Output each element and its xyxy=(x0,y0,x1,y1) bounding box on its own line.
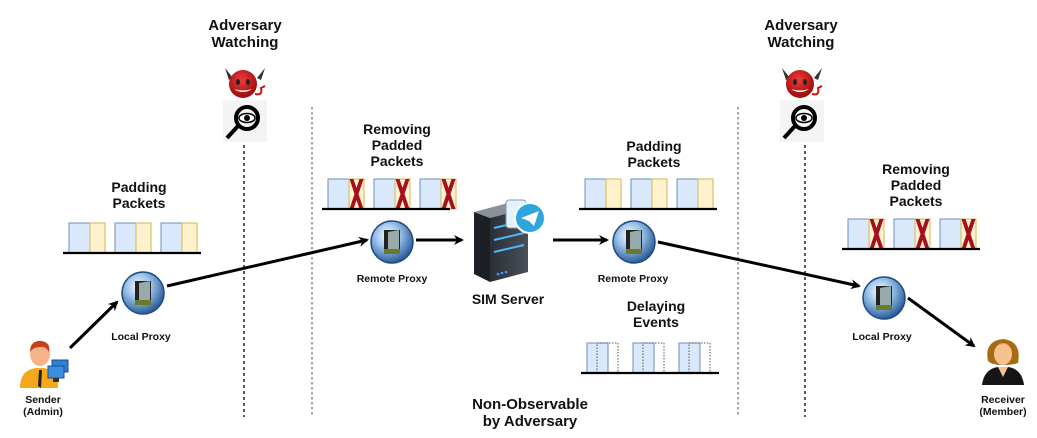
label-line: Packets xyxy=(627,154,681,171)
proxy-globe-door-icon xyxy=(121,271,165,315)
label-line: Padded xyxy=(371,137,423,154)
label-line: Padding xyxy=(626,138,682,154)
label-line: (Member) xyxy=(979,406,1027,419)
removed-cross-mark xyxy=(869,219,884,249)
real-packet xyxy=(419,178,442,210)
real-packet xyxy=(160,222,183,254)
real-packet xyxy=(584,178,607,210)
sender-label: Sender (Admin) xyxy=(23,394,63,418)
real-packet xyxy=(939,218,962,250)
adversary-label-right: Adversary Watching xyxy=(764,17,837,52)
removing-padded-right-label: Removing Padded Packets xyxy=(882,161,950,209)
padding-packet xyxy=(605,178,622,210)
removed-cross-mark xyxy=(441,179,456,209)
label-line: Delaying xyxy=(626,298,686,314)
adversary-label-left: Adversary Watching xyxy=(208,17,281,52)
adversary-label-left-line2: Watching xyxy=(211,34,279,52)
devil-icon xyxy=(223,68,267,142)
remote-proxy-right-label: Remote Proxy xyxy=(597,273,669,285)
receiver-label: Receiver (Member) xyxy=(979,394,1026,418)
devil-icon xyxy=(780,68,824,142)
proxy-globe-door-icon xyxy=(862,276,906,320)
arrow-local-proxy-to-remote-proxy xyxy=(166,236,369,288)
padding-packet xyxy=(181,222,198,254)
removed-cross-mark xyxy=(961,219,976,249)
label-line: Receiver xyxy=(981,394,1025,406)
label-line: Removing xyxy=(363,121,431,137)
removing-padded-left-label: Removing Padded Packets xyxy=(363,121,431,169)
local-proxy-right-label: Local Proxy xyxy=(852,331,912,343)
adversary-label-left-line1: Adversary xyxy=(208,17,282,34)
label-line: Packets xyxy=(112,195,166,212)
label-line: Removing xyxy=(882,161,950,177)
padding-packet xyxy=(697,178,714,210)
real-packet xyxy=(114,222,137,254)
label-line: Packets xyxy=(889,193,943,210)
padding-packet xyxy=(89,222,106,254)
adversary-label-right-line1: Adversary xyxy=(764,17,838,34)
arrow-sender-to-local-proxy xyxy=(68,300,119,350)
real-packet xyxy=(327,178,350,210)
real-packet xyxy=(847,218,870,250)
delaying-events-label: Delaying Events xyxy=(627,298,685,330)
padding-packets-right-label: Padding Packets xyxy=(626,138,681,170)
padding-packet xyxy=(135,222,152,254)
adversary-label-right-line2: Watching xyxy=(767,34,835,52)
remote-proxy-left-label: Remote Proxy xyxy=(356,273,428,285)
padding-packets-left-label: Padding Packets xyxy=(111,179,166,211)
label-line: by Adversary xyxy=(482,413,578,431)
server-telegram-icon xyxy=(474,199,546,282)
user-computer-icon xyxy=(20,340,69,388)
label-line: Padded xyxy=(890,177,942,194)
non-observable-label: Non-Observable by Adversary xyxy=(472,396,588,431)
label-line: Packets xyxy=(370,153,424,170)
label-line: (Admin) xyxy=(23,406,63,419)
real-packet xyxy=(373,178,396,210)
label-line: Events xyxy=(633,314,679,331)
proxy-globe-door-icon xyxy=(612,220,656,264)
label-line: Non-Observable xyxy=(472,396,588,413)
real-packet xyxy=(68,222,91,254)
label-line: Padding xyxy=(111,179,167,195)
real-packet xyxy=(893,218,916,250)
user-female-icon xyxy=(982,339,1024,385)
arrow-local-proxy-to-receiver xyxy=(907,296,976,348)
removed-cross-mark xyxy=(915,219,930,249)
real-packet xyxy=(676,178,699,210)
padding-packet xyxy=(651,178,668,210)
arrow-remote-proxy-to-local-proxy xyxy=(657,240,861,290)
removed-cross-mark xyxy=(349,179,364,209)
label-line: Sender xyxy=(25,394,61,406)
local-proxy-left-label: Local Proxy xyxy=(111,331,171,343)
removed-cross-mark xyxy=(395,179,410,209)
sim-server-label: SIM Server xyxy=(471,291,545,307)
proxy-globe-door-icon xyxy=(370,220,414,264)
real-packet xyxy=(630,178,653,210)
